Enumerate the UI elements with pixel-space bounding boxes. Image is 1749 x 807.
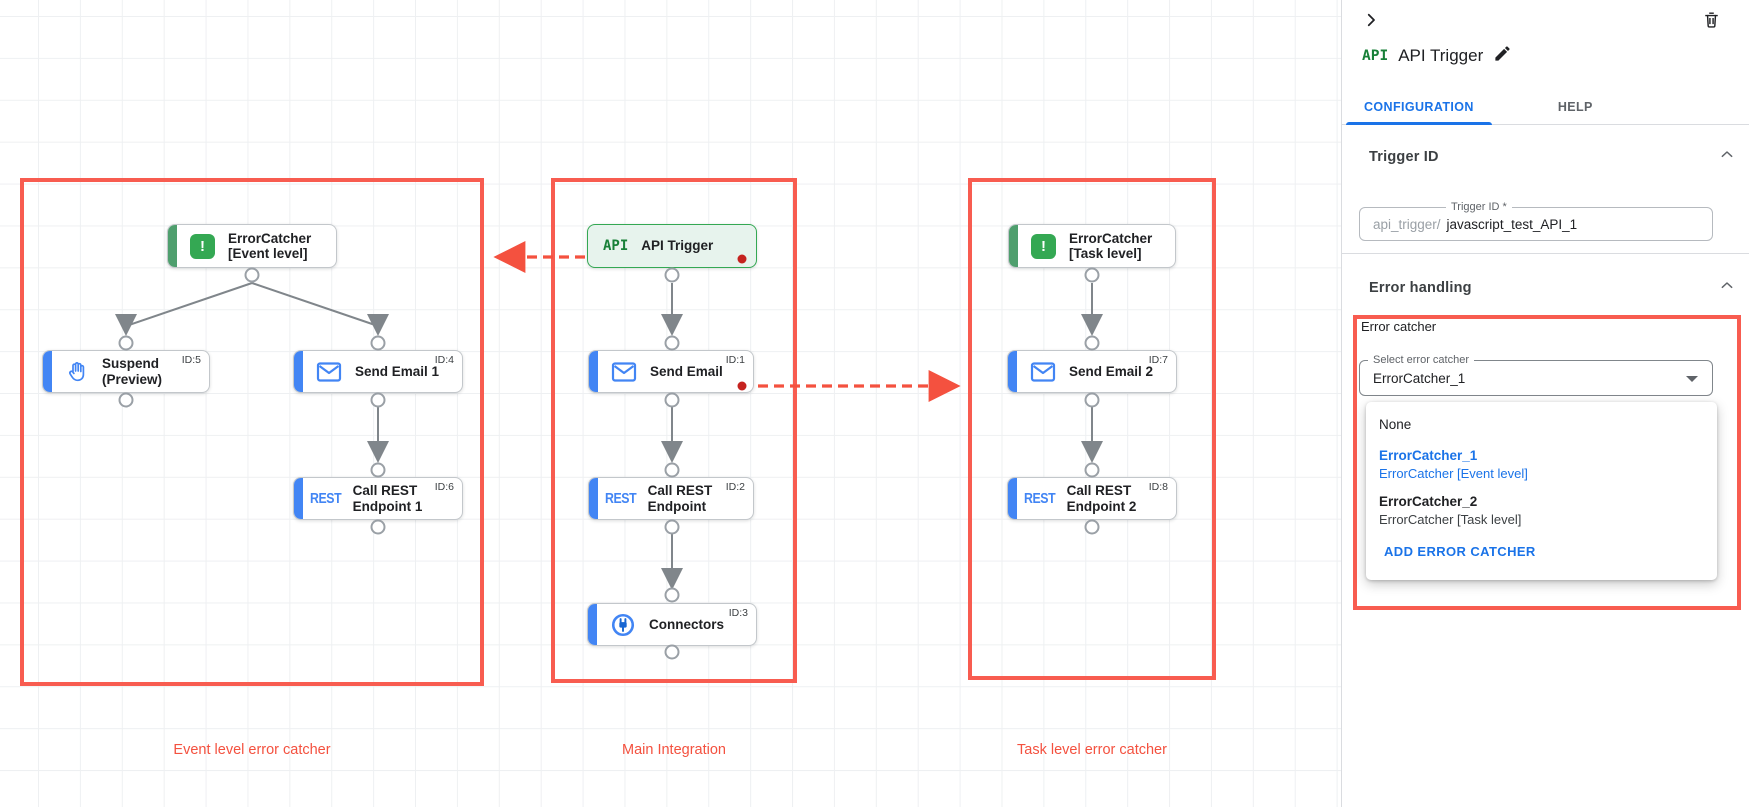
node-accent-bar <box>168 225 177 267</box>
menu-item-none[interactable]: None <box>1379 417 1412 432</box>
node-title: Call REST Endpoint 1 <box>352 483 423 514</box>
option-detail: ErrorCatcher [Task level] <box>1379 512 1522 527</box>
node-errorcatcher-task-level[interactable]: ! ErrorCatcher [Task level] <box>1008 224 1176 268</box>
node-title: ErrorCatcher [Task level] <box>1069 230 1153 261</box>
rest-icon: REST <box>605 490 637 507</box>
node-accent-bar <box>589 478 598 519</box>
node-accent-bar <box>1008 351 1017 392</box>
node-id-badge: ID:2 <box>725 481 745 493</box>
node-title: Send Email 1 <box>355 363 440 379</box>
node-call-rest-endpoint-2[interactable]: REST Call REST Endpoint 2 ID:8 <box>1007 477 1177 520</box>
rest-icon: REST <box>310 490 342 507</box>
node-id-badge: ID:5 <box>181 354 201 366</box>
trigger-id-field[interactable]: Trigger ID * api_trigger/ javascript_tes… <box>1359 201 1713 241</box>
panel-tabs: CONFIGURATION HELP <box>1342 90 1749 125</box>
collapse-panel-icon[interactable] <box>1362 11 1380 34</box>
tab-help[interactable]: HELP <box>1557 100 1593 114</box>
tab-configuration[interactable]: CONFIGURATION <box>1342 90 1496 125</box>
option-name: ErrorCatcher_1 <box>1379 448 1478 463</box>
node-send-email-main[interactable]: Send Email ID:1 <box>588 350 754 393</box>
email-icon <box>611 361 637 383</box>
trigger-id-value: javascript_test_API_1 <box>1446 216 1578 232</box>
error-icon: ! <box>190 233 215 259</box>
trigger-id-heading: Trigger ID <box>1369 149 1439 165</box>
section-divider <box>1342 253 1749 254</box>
trigger-id-prefix: api_trigger/ <box>1373 216 1441 232</box>
node-errorcatcher-event-level[interactable]: ! ErrorCatcher [Event level] <box>167 224 337 268</box>
group-box-main-integration <box>551 178 797 683</box>
node-title: Send Email 2 <box>1069 363 1154 379</box>
node-accent-bar <box>294 351 303 392</box>
node-connectors[interactable]: Connectors ID:3 <box>587 603 757 646</box>
node-id-badge: ID:3 <box>728 607 748 619</box>
node-accent-bar <box>589 351 598 392</box>
error-handling-heading: Error handling <box>1369 280 1472 296</box>
email-icon <box>1030 361 1056 383</box>
select-error-catcher[interactable]: Select error catcher ErrorCatcher_1 <box>1359 354 1713 396</box>
node-id-badge: ID:4 <box>434 354 454 366</box>
node-accent-bar <box>294 478 303 519</box>
group-box-event-level <box>20 178 484 686</box>
node-title: Connectors <box>649 616 725 632</box>
group-label-main-integration: Main Integration <box>622 742 726 758</box>
node-title: Call REST Endpoint <box>647 483 713 514</box>
error-catcher-dropdown-menu: None ErrorCatcher_1 ErrorCatcher [Event … <box>1366 402 1717 580</box>
group-box-task-level <box>968 178 1216 680</box>
dropdown-caret-icon[interactable] <box>1686 376 1698 382</box>
node-title: Call REST Endpoint 2 <box>1066 483 1137 514</box>
node-send-email-2[interactable]: Send Email 2 ID:7 <box>1007 350 1177 393</box>
node-id-badge: ID:1 <box>725 354 745 366</box>
error-catcher-annotation-box <box>1353 315 1741 610</box>
select-error-catcher-value: ErrorCatcher_1 <box>1373 370 1466 386</box>
node-accent-bar <box>1009 225 1018 267</box>
select-error-catcher-label: Select error catcher <box>1368 354 1474 366</box>
integration-canvas[interactable]: Event level error catcher Main Integrati… <box>0 0 1341 807</box>
menu-item-errorcatcher-2[interactable]: ErrorCatcher_2 ErrorCatcher [Task level] <box>1366 490 1717 536</box>
node-suspend[interactable]: Suspend (Preview) ID:5 <box>42 350 210 393</box>
option-name: ErrorCatcher_2 <box>1379 494 1478 509</box>
node-call-rest-endpoint-main[interactable]: REST Call REST Endpoint ID:2 <box>588 477 754 520</box>
add-error-catcher-button[interactable]: ADD ERROR CATCHER <box>1384 544 1536 559</box>
node-accent-bar <box>43 351 52 392</box>
node-id-badge: ID:7 <box>1148 354 1168 366</box>
group-label-event-level: Event level error catcher <box>173 742 331 758</box>
node-accent-bar <box>1008 478 1017 519</box>
api-icon: API <box>603 238 629 254</box>
collapse-section-icon[interactable] <box>1719 147 1735 168</box>
connector-icon <box>610 612 636 638</box>
error-icon: ! <box>1031 233 1056 259</box>
node-title: ErrorCatcher [Event level] <box>228 230 312 261</box>
node-id-badge: ID:8 <box>1148 481 1168 493</box>
delete-trigger-icon[interactable] <box>1702 10 1721 34</box>
panel-title-text: API Trigger <box>1398 46 1484 65</box>
node-send-email-1[interactable]: Send Email 1 ID:4 <box>293 350 463 393</box>
node-title: Send Email <box>650 363 723 379</box>
node-title: Suspend (Preview) <box>102 356 163 387</box>
rest-icon: REST <box>1024 490 1056 507</box>
error-catcher-group-label: Error catcher <box>1361 319 1437 334</box>
node-title: API Trigger <box>641 238 714 254</box>
group-label-task-level: Task level error catcher <box>1017 742 1167 758</box>
email-icon <box>316 361 342 383</box>
config-panel: API API Trigger CONFIGURATION HELP Trigg… <box>1341 0 1749 807</box>
trigger-id-field-label: Trigger ID * <box>1446 201 1512 213</box>
api-trigger-badge-icon: API <box>1362 48 1389 64</box>
hand-icon <box>65 360 89 384</box>
node-api-trigger[interactable]: API API Trigger <box>587 224 757 268</box>
node-call-rest-endpoint-1[interactable]: REST Call REST Endpoint 1 ID:6 <box>293 477 463 520</box>
edit-title-icon[interactable] <box>1493 44 1512 68</box>
node-accent-bar <box>588 604 597 645</box>
menu-item-errorcatcher-1[interactable]: ErrorCatcher_1 ErrorCatcher [Event level… <box>1366 444 1717 490</box>
collapse-section-icon[interactable] <box>1719 278 1735 299</box>
node-id-badge: ID:6 <box>434 481 454 493</box>
option-detail: ErrorCatcher [Event level] <box>1379 466 1528 481</box>
